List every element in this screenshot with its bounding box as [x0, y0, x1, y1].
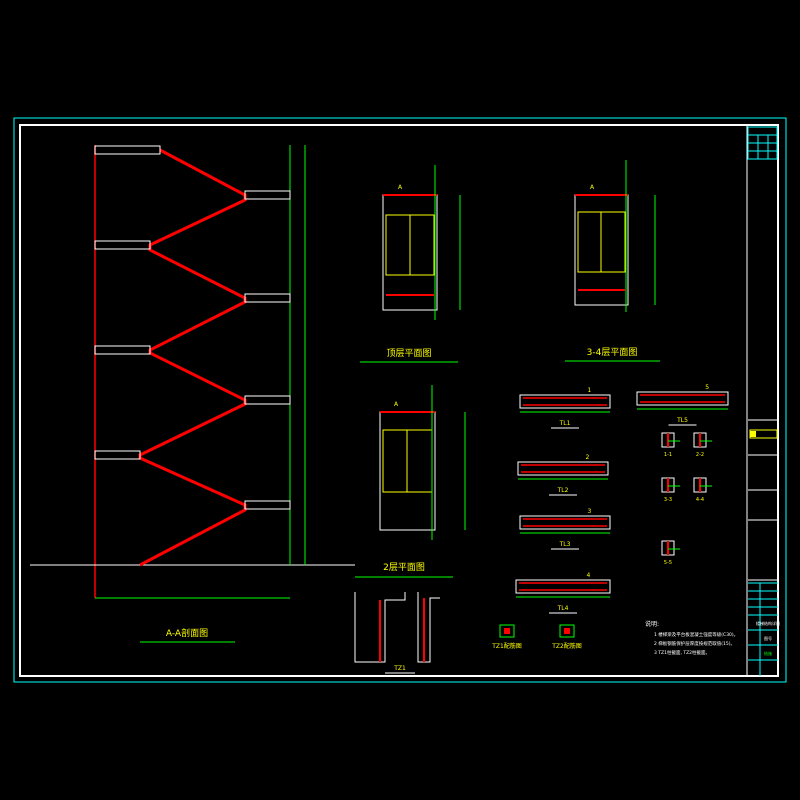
- section-mark: 4: [587, 572, 591, 579]
- section-4-4: 4-4: [693, 477, 712, 503]
- note-item: 2 梯板钢筋保护层厚度按规范取值(15)。: [654, 640, 735, 647]
- title-block: 楼梯结构详图 图号 结施: [746, 125, 780, 676]
- beam-tl3: TL3 3: [519, 508, 611, 550]
- section-marker: A: [394, 401, 399, 408]
- landing-slab: [94, 450, 141, 460]
- stair-flights: [138, 148, 247, 567]
- section-label: 5-5: [664, 560, 672, 566]
- landing-slab: [94, 345, 151, 355]
- beam-label: TL3: [559, 541, 571, 548]
- note-item: 1 楼梯梁及平台板混凝土强度等级(C30)。: [654, 631, 738, 638]
- column-label: TZ1: [393, 665, 406, 672]
- landing-slab: [244, 500, 291, 510]
- landing-slab: [244, 293, 291, 303]
- section-1-1: 1-1: [661, 432, 680, 458]
- column-detail-tz2: TZ2配筋图: [551, 624, 582, 650]
- section-label: 4-4: [696, 497, 704, 503]
- beam-label: TL4: [557, 605, 569, 612]
- plan-top: A 顶层平面图: [360, 165, 461, 363]
- section-label: 3-3: [664, 497, 672, 503]
- beam-outline: [517, 461, 609, 476]
- section-mark: 1: [588, 387, 592, 394]
- section-marker: A: [590, 184, 595, 191]
- section-mark: 5: [705, 384, 709, 391]
- section-a-a: A-A剖面图: [30, 145, 355, 643]
- landing-slab: [244, 190, 291, 200]
- beam-tl4: TL4 4: [515, 572, 611, 614]
- section-marker: A: [398, 184, 403, 191]
- plan-title: 3-4层平面图: [587, 347, 638, 358]
- landing-slab: [94, 145, 161, 155]
- beam-outline: [515, 579, 611, 594]
- landing-slab: [244, 395, 291, 405]
- svg-text:TZ1配筋图: TZ1配筋图: [491, 642, 522, 650]
- beam-label: TL2: [557, 487, 569, 494]
- beam-label: TL1: [559, 420, 571, 427]
- section-2-2: 2-2: [693, 432, 712, 458]
- plan-title: 2层平面图: [383, 562, 425, 573]
- column-tz1: TZ1: [354, 592, 440, 674]
- beam-outline: [519, 515, 611, 530]
- svg-text:TZ2配筋图: TZ2配筋图: [551, 642, 582, 650]
- notes: 说明: 1 楼梯梁及平台板混凝土强度等级(C30)。 2 梯板钢筋保护层厚度按规…: [645, 620, 738, 656]
- section-title: A-A剖面图: [166, 627, 208, 639]
- note-item: 3 TZ1柱截面, TZ2柱截面。: [654, 649, 710, 656]
- plan-3-4: A 3-4层平面图: [565, 160, 660, 362]
- plan-2: A 2层平面图: [355, 385, 466, 578]
- section-3-3: 3-3: [661, 477, 680, 503]
- outer-frame: [13, 117, 787, 683]
- section-label: 1-1: [664, 452, 672, 458]
- beam-sections: 1-1 2-2 3-3 4-4 5-5: [661, 432, 712, 566]
- sheet-number: 结施: [764, 650, 772, 656]
- project-name: 楼梯结构详图: [756, 620, 780, 626]
- beam-tl1: TL1 1: [519, 387, 611, 429]
- section-mark: 3: [588, 508, 592, 515]
- section-label: 2-2: [696, 452, 704, 458]
- notes-heading: 说明:: [645, 620, 659, 628]
- status: 图号: [764, 635, 772, 641]
- inner-frame: [19, 124, 779, 677]
- beam-tl5: TL5 5: [636, 384, 729, 426]
- section-mark: 2: [586, 454, 590, 461]
- column-detail-tz1: TZ1配筋图: [491, 624, 522, 650]
- beam-tl2: TL2 2: [517, 454, 609, 496]
- beam-outline: [636, 391, 729, 406]
- landing-slab: [94, 240, 151, 250]
- section-5-5: 5-5: [661, 540, 680, 566]
- plan-title: 顶层平面图: [386, 348, 431, 359]
- beam-label: TL5: [676, 417, 688, 424]
- beam-outline: [519, 394, 611, 409]
